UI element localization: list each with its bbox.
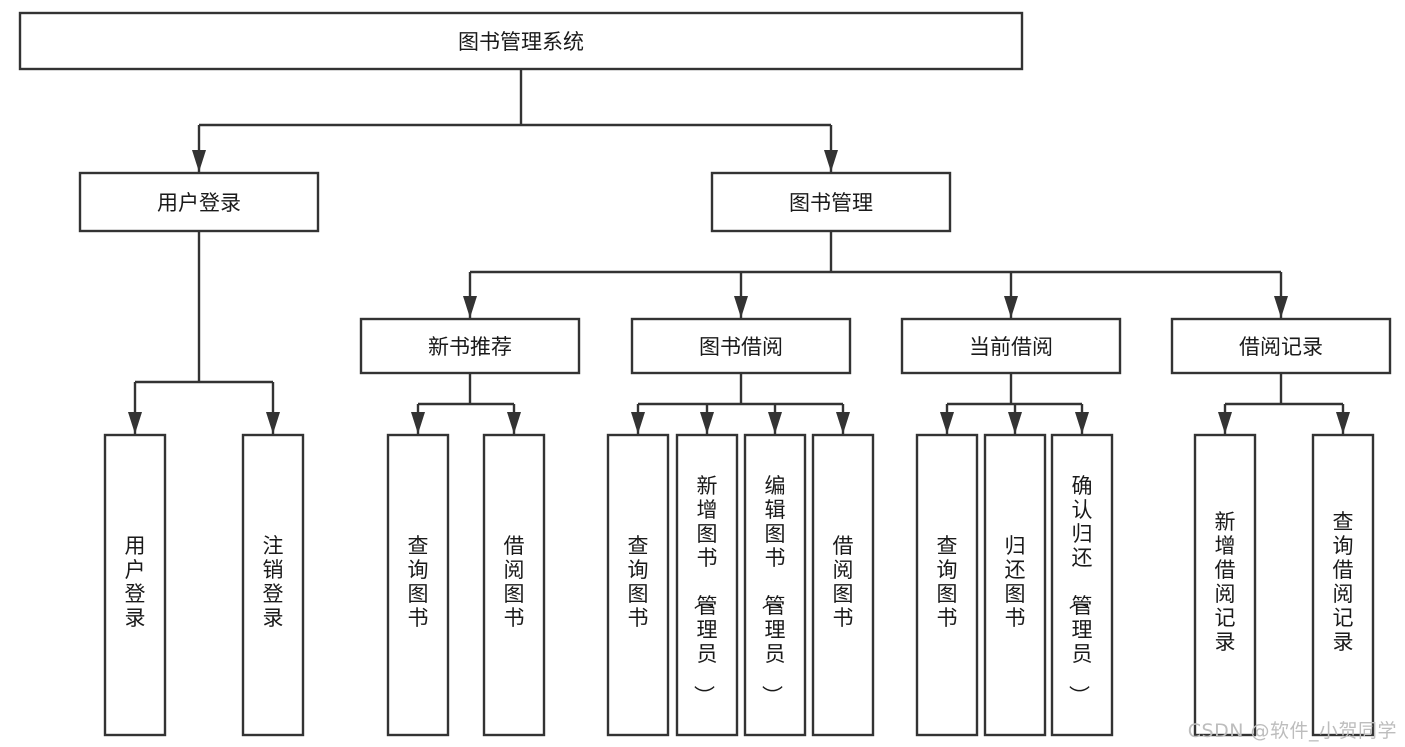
node-box-book-manage <box>710 171 952 233</box>
node-label-borrow-book-2: 借阅图书 <box>833 534 854 630</box>
userlogin-arrow-1 <box>266 412 280 434</box>
node-label-confirm-return-admin: 确认归还（管理员） <box>1067 474 1093 706</box>
root-arrow-0 <box>192 150 206 172</box>
node-return-book[interactable]: 归还图书 <box>983 433 1047 737</box>
node-label-user-logout: 注销登录 <box>263 534 284 630</box>
node-box-root <box>18 11 1024 71</box>
node-box-query-book-2 <box>606 433 670 737</box>
connector-links-layer <box>128 69 1350 434</box>
node-label-book-borrow: 图书借阅 <box>699 335 783 359</box>
node-box-query-borrow-record <box>1311 433 1375 737</box>
node-box-query-book-1 <box>386 433 450 737</box>
cat0-arrow-0 <box>411 412 425 434</box>
node-box-user-login-do <box>103 433 167 737</box>
node-box-confirm-return-admin <box>1050 433 1114 737</box>
node-label-borrow-book-1: 借阅图书 <box>504 534 525 630</box>
node-box-new-book-recommend <box>359 317 581 375</box>
cat2-arrow-2 <box>1075 412 1089 434</box>
node-edit-book-admin[interactable]: 编辑图书（管理员） <box>743 433 807 737</box>
node-query-borrow-record[interactable]: 查询借阅记录 <box>1311 433 1375 737</box>
cat1-arrow-0 <box>631 412 645 434</box>
node-label-return-book: 归还图书 <box>1005 534 1026 630</box>
node-query-book-3[interactable]: 查询图书 <box>915 433 979 737</box>
node-box-user-logout <box>241 433 305 737</box>
node-box-borrow-book-1 <box>482 433 546 737</box>
node-box-current-borrow <box>900 317 1122 375</box>
node-label-query-borrow-record: 查询借阅记录 <box>1333 510 1354 654</box>
node-query-book-2[interactable]: 查询图书 <box>606 433 670 737</box>
node-label-query-book-2: 查询图书 <box>628 534 649 630</box>
cat3-arrow-1 <box>1336 412 1350 434</box>
node-box-user-login <box>78 171 320 233</box>
bookmanage-arrow-1 <box>734 296 748 318</box>
node-user-login[interactable]: 用户登录 <box>78 171 320 233</box>
node-user-logout[interactable]: 注销登录 <box>241 433 305 737</box>
bookmanage-arrow-3 <box>1274 296 1288 318</box>
node-new-book-recommend[interactable]: 新书推荐 <box>359 317 581 375</box>
node-label-root: 图书管理系统 <box>458 30 584 54</box>
cat2-arrow-1 <box>1008 412 1022 434</box>
node-box-borrow-record <box>1170 317 1392 375</box>
node-book-borrow[interactable]: 图书借阅 <box>630 317 852 375</box>
node-label-new-book-recommend: 新书推荐 <box>428 335 512 359</box>
node-borrow-book-1[interactable]: 借阅图书 <box>482 433 546 737</box>
node-label-query-book-3: 查询图书 <box>937 534 958 630</box>
csdn-watermark: CSDN @软件_小贺同学 <box>1187 720 1397 742</box>
node-add-borrow-record[interactable]: 新增借阅记录 <box>1193 433 1257 737</box>
diagram-nodes-layer: 图书管理系统用户登录图书管理用户登录注销登录新书推荐查询图书借阅图书图书借阅查询… <box>18 11 1392 737</box>
node-label-current-borrow: 当前借阅 <box>969 335 1053 359</box>
node-box-edit-book-admin <box>743 433 807 737</box>
node-query-book-1[interactable]: 查询图书 <box>386 433 450 737</box>
root-arrow-1 <box>824 150 838 172</box>
node-label-edit-book-admin: 编辑图书（管理员） <box>760 474 786 706</box>
cat3-arrow-0 <box>1218 412 1232 434</box>
node-add-book-admin[interactable]: 新增图书（管理员） <box>675 433 739 737</box>
cat1-arrow-1 <box>700 412 714 434</box>
bookmanage-arrow-0 <box>463 296 477 318</box>
node-box-add-book-admin <box>675 433 739 737</box>
node-confirm-return-admin[interactable]: 确认归还（管理员） <box>1050 433 1114 737</box>
userlogin-arrow-0 <box>128 412 142 434</box>
bookmanage-arrow-2 <box>1004 296 1018 318</box>
cat1-arrow-3 <box>836 412 850 434</box>
node-label-user-login: 用户登录 <box>157 191 241 215</box>
node-box-borrow-book-2 <box>811 433 875 737</box>
node-book-manage[interactable]: 图书管理 <box>710 171 952 233</box>
node-borrow-book-2[interactable]: 借阅图书 <box>811 433 875 737</box>
node-label-query-book-1: 查询图书 <box>408 534 429 630</box>
node-current-borrow[interactable]: 当前借阅 <box>900 317 1122 375</box>
node-box-book-borrow <box>630 317 852 375</box>
node-label-user-login-do: 用户登录 <box>125 534 146 630</box>
cat0-arrow-1 <box>507 412 521 434</box>
node-label-book-manage: 图书管理 <box>789 191 873 215</box>
node-label-borrow-record: 借阅记录 <box>1239 335 1323 359</box>
cat2-arrow-0 <box>940 412 954 434</box>
node-user-login-do[interactable]: 用户登录 <box>103 433 167 737</box>
node-label-add-borrow-record: 新增借阅记录 <box>1215 510 1236 654</box>
node-box-return-book <box>983 433 1047 737</box>
node-label-add-book-admin: 新增图书（管理员） <box>692 474 718 706</box>
node-root[interactable]: 图书管理系统 <box>18 11 1024 71</box>
node-borrow-record[interactable]: 借阅记录 <box>1170 317 1392 375</box>
node-box-query-book-3 <box>915 433 979 737</box>
node-box-add-borrow-record <box>1193 433 1257 737</box>
cat1-arrow-2 <box>768 412 782 434</box>
